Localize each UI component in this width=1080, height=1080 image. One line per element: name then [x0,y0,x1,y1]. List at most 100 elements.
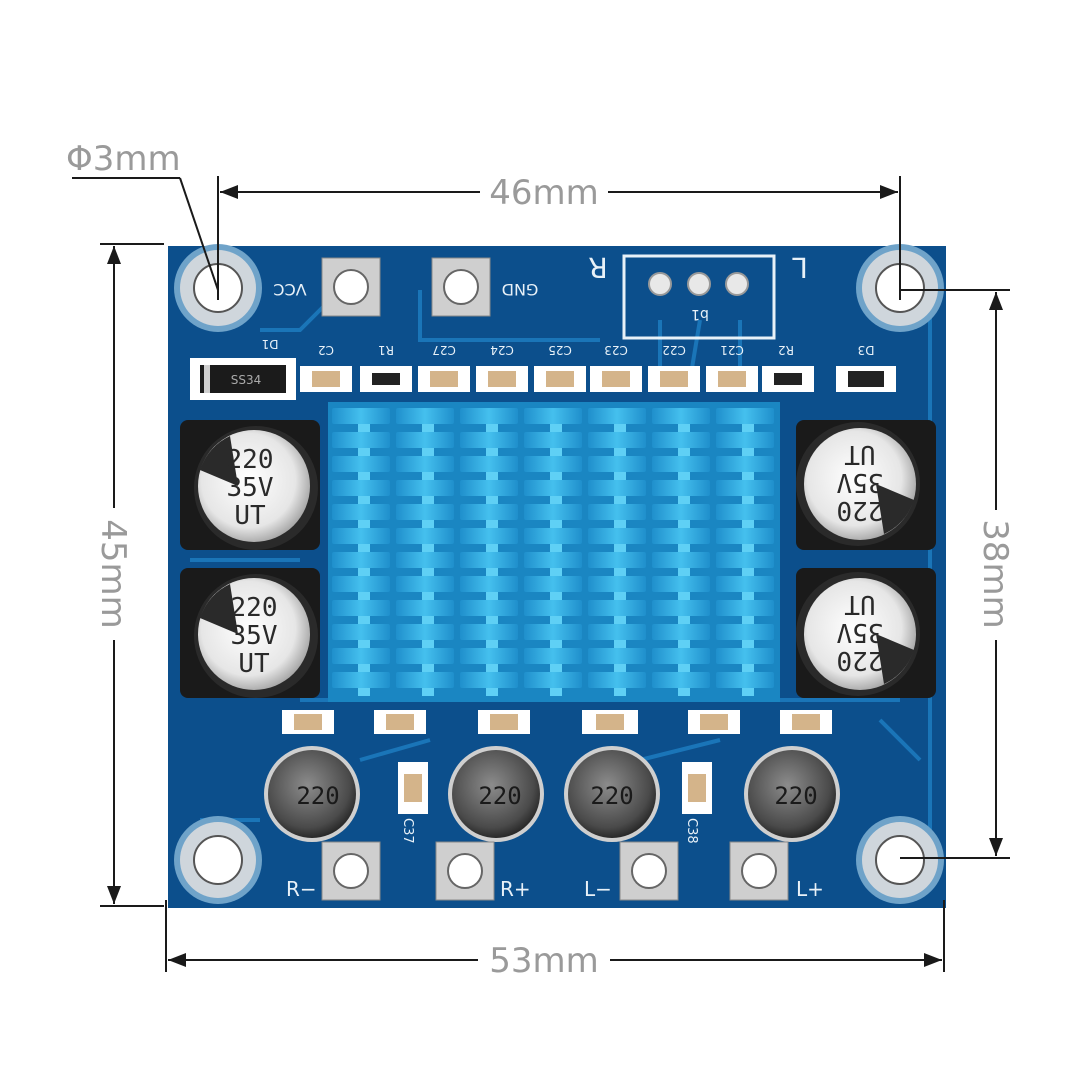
heatsink-fin [588,408,646,424]
heatsink-fin [396,408,454,424]
heatsink-fin [332,480,390,496]
capacitor-right-bottom [796,568,936,698]
heatsink-fin [716,408,774,424]
inductor-3 [564,746,660,842]
cap-rb-line1: 220 [837,645,884,675]
l-channel-label: L [792,251,808,284]
vcc-label: VCC [273,280,306,299]
gnd-pad [431,257,491,317]
heatsink-fin [332,576,390,592]
dim-right-height: 38mm [975,519,1015,629]
heatsink-fin [716,624,774,640]
heatsink-fin [332,456,390,472]
c21-label: C21 [720,343,744,357]
heatsink-fin [652,672,710,688]
heatsink-fin [332,552,390,568]
inductor-3-marking: 220 [590,782,633,810]
heatsink-fin [460,552,518,568]
heatsink-fin [588,672,646,688]
heatsink-fin [524,672,582,688]
heatsink-fin [460,408,518,424]
heatsink-fin [652,504,710,520]
output-pad-r-minus [321,841,381,901]
heatsink-fin [396,600,454,616]
heatsink-fin [524,576,582,592]
dimension-lines [72,176,1010,972]
l-plus-label: L+ [796,877,824,901]
heatsink-fin [716,552,774,568]
c22-label: C22 [662,343,686,357]
heatsink-fin [524,504,582,520]
heatsink-fin [460,672,518,688]
heatsink-fin [460,432,518,448]
heatsink-fin [652,600,710,616]
cap-rt-line1: 220 [837,495,884,525]
capacitor-right-top [796,420,936,550]
heatsink-fin [460,504,518,520]
heatsink-fin [716,672,774,688]
heatsink-fin [524,456,582,472]
c37-label: C37 [400,818,415,844]
heatsink-fin [588,480,646,496]
audio-input-header [622,254,776,340]
r-channel-label: R [588,251,607,284]
heatsink-fin [716,600,774,616]
heatsink-fin [460,576,518,592]
dim-top-width: 46mm [489,173,599,213]
cap-lb-line1: 220 [231,593,278,623]
heatsink-fin [588,576,646,592]
heatsink-fin [332,528,390,544]
heatsink-fin [716,480,774,496]
heatsink-fin [524,552,582,568]
mounting-hole-bottom-left [174,816,262,904]
r-minus-label: R− [286,877,317,901]
cap-lb-line3: UT [238,649,270,679]
c25-label: C25 [548,343,572,357]
cap-rb-line3: UT [844,589,876,619]
heatsink-fin [716,528,774,544]
heatsink-fin [332,672,390,688]
heatsink-fin [588,600,646,616]
inductor-4 [744,746,840,842]
heatsink-fin [588,624,646,640]
c38-label: C38 [684,818,699,844]
heatsink [328,402,780,702]
heatsink-fin [524,480,582,496]
c24-label: C24 [490,343,514,357]
heatsink-fin [652,648,710,664]
heatsink-fin [716,576,774,592]
inductor-4-marking: 220 [774,782,817,810]
gnd-label: GND [502,280,539,299]
heatsink-fin [524,600,582,616]
dim-hole-diameter: Φ3mm [66,139,181,179]
heatsink-fin [716,648,774,664]
r-plus-label: R+ [500,877,531,901]
lower-smd-row [282,710,832,814]
heatsink-fin [332,408,390,424]
dim-bottom-width: 53mm [489,941,599,981]
c27-label: C27 [432,343,456,357]
l-minus-label: L− [584,877,612,901]
heatsink-fin [396,528,454,544]
heatsink-fin [588,504,646,520]
cap-lb-line2: 35V [231,621,278,651]
heatsink-fin [588,432,646,448]
heatsink-fin [332,504,390,520]
cap-rt-line2: 35V [837,467,884,497]
d3-label: D3 [858,343,875,357]
heatsink-fin [396,552,454,568]
heatsink-fin [588,648,646,664]
heatsink-fin [524,528,582,544]
heatsink-fin [652,480,710,496]
smd-component-row [300,366,896,392]
heatsink-fin [460,456,518,472]
mounting-hole-bottom-right [856,816,944,904]
p1-label: b1 [691,306,709,322]
inductor-1-marking: 220 [296,782,339,810]
output-pad-l-minus [619,841,679,901]
heatsink-fin [332,624,390,640]
heatsink-fin [460,528,518,544]
heatsink-fin [396,504,454,520]
d1-label: D1 [262,337,279,351]
